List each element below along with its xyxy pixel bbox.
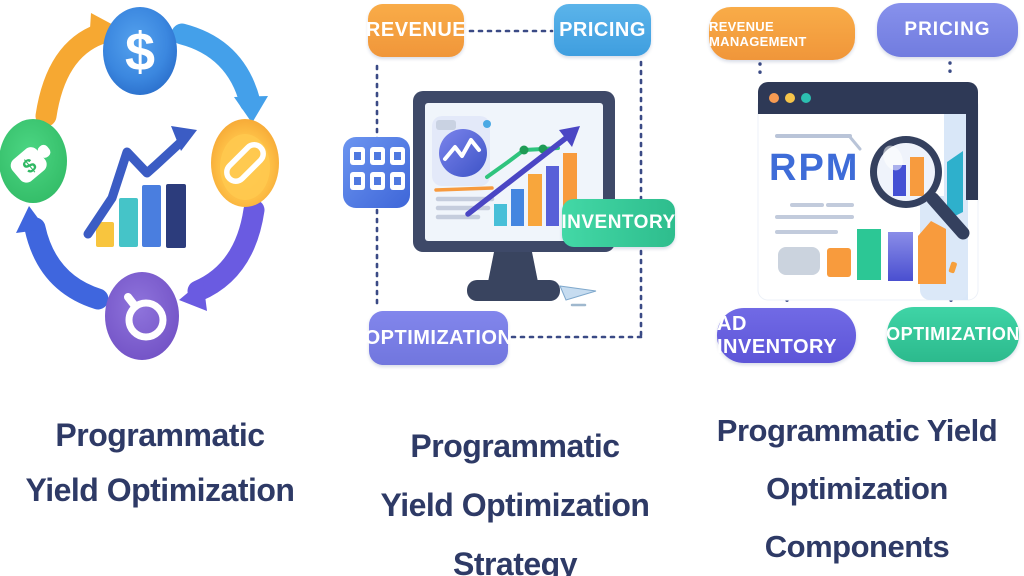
browser-content (775, 134, 970, 284)
dollar-coin-icon: $ (103, 7, 177, 95)
caption-components: Programmatic Yield Optimization Componen… (697, 402, 1017, 576)
pill-ad-inventory: AD INVENTORY (717, 308, 856, 363)
growth-chart-icon (83, 126, 197, 248)
cycle-arrow-bottom-right (179, 199, 265, 311)
price-tag-icon: $ (0, 119, 67, 203)
caption-line: Programmatic (55, 417, 265, 453)
components-illustration (757, 61, 979, 307)
pill-revenue: REVENUE (366, 4, 466, 57)
browser-dot-teal (801, 93, 811, 103)
grid-keypad-icon (343, 137, 410, 208)
caption-cycle: Programmatic Yield Optimization (0, 408, 320, 518)
caption-line: Yield Optimization (25, 472, 295, 508)
loupe-ring-icon (105, 272, 179, 360)
caption-line: Optimization (766, 471, 948, 506)
caption-line: Programmatic (410, 428, 620, 464)
cycle-arrow-bottom-left (16, 206, 109, 310)
pill-optimization-right: OPTIMIZATION (886, 307, 1019, 362)
caption-line: Programmatic Yield (716, 413, 998, 448)
dollar-symbol: $ (125, 22, 155, 82)
caption-line: Components (764, 529, 950, 564)
monitor-screen-chart (432, 116, 580, 226)
caption-strategy: Programmatic Yield Optimization Strategy (355, 417, 675, 576)
paperclip-icon (211, 119, 279, 207)
browser-dot-orange (769, 93, 779, 103)
browser-rpm-text: RPM (769, 147, 860, 189)
magnifier-icon (870, 136, 970, 240)
cycle-arrow-top-right (171, 23, 268, 123)
caption-line: Yield Optimization (380, 487, 650, 523)
placeholder-button (778, 247, 820, 275)
pill-pricing-right: PRICING (877, 3, 1018, 57)
pill-pricing: PRICING (554, 4, 651, 56)
cycle-diagram: $ $ (0, 7, 279, 360)
cycle-arrow-top-left (35, 13, 119, 127)
pill-inventory: INVENTORY (561, 199, 675, 247)
browser-dot-yellow (785, 93, 795, 103)
cursor-icon (559, 285, 597, 307)
pill-revenue-management: REVENUE MANAGEMENT (709, 7, 855, 60)
pill-optimization: OPTIMIZATION (365, 311, 512, 365)
caption-line: Strategy (452, 546, 578, 576)
strategy-illustration (343, 29, 643, 339)
